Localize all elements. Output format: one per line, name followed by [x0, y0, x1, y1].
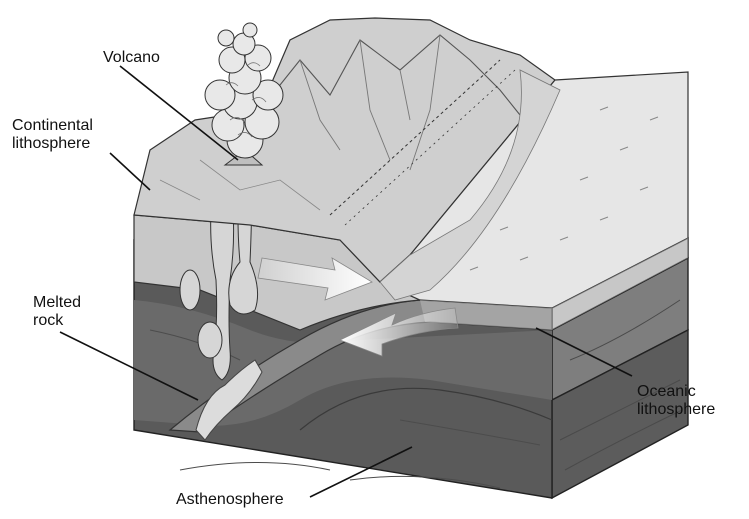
label-oceanic-line2: lithosphere: [637, 401, 715, 418]
label-volcano: Volcano: [103, 49, 160, 66]
label-melted-line1: Melted: [33, 294, 81, 311]
label-continental-line2: lithosphere: [12, 135, 90, 152]
label-asthenosphere: Asthenosphere: [176, 491, 284, 508]
label-oceanic-line1: Oceanic: [637, 383, 696, 400]
label-melted-line2: rock: [33, 312, 64, 329]
label-continental-line1: Continental: [12, 117, 93, 134]
